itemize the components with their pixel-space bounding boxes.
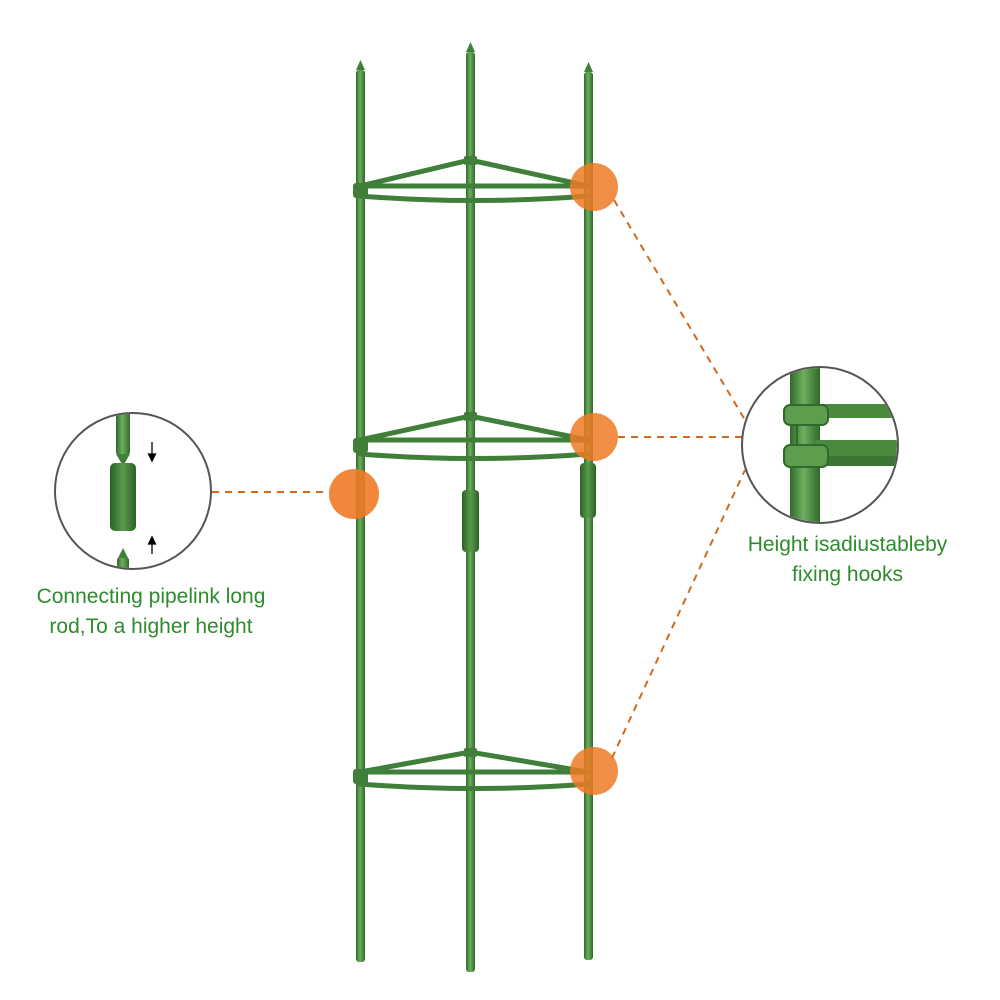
hook-marker-top — [570, 163, 618, 211]
hook-marker-middle — [570, 413, 618, 461]
support-ring-middle — [353, 412, 591, 461]
connector-sleeve-center — [462, 490, 479, 552]
connector-marker-left — [329, 469, 379, 519]
callout-pipelink-detail — [54, 412, 212, 570]
fixing-hook-caption-line2: fixing hooks — [792, 563, 903, 586]
pipe-link-sleeve — [110, 463, 136, 531]
hook-arm-upper — [815, 404, 897, 418]
pipelink-caption-line2: rod,To a higher height — [49, 615, 253, 638]
hook-marker-bottom — [570, 747, 618, 795]
hook-clip-top — [783, 404, 829, 426]
leader-lines — [212, 199, 746, 759]
support-ring-top — [353, 156, 591, 203]
connector-sleeve-right — [580, 463, 596, 518]
arrow-up-icon — [147, 535, 157, 554]
callout-fixing-hook-detail — [741, 366, 899, 524]
hook-arm-lower — [815, 440, 897, 456]
pipelink-caption: Connecting pipelink long rod,To a higher… — [10, 582, 292, 642]
rod-lower-segment — [117, 558, 129, 568]
fixing-hook-caption-line1: Height isadiustableby — [747, 533, 948, 556]
arrow-down-icon — [147, 442, 157, 463]
support-ring-bottom — [353, 748, 591, 791]
pipelink-caption-line1: Connecting pipelink long — [36, 585, 266, 608]
rod-upper-segment — [116, 414, 130, 454]
hook-clip-bottom — [783, 444, 829, 468]
fixing-hook-caption: Height isadiustableby fixing hooks — [725, 530, 970, 590]
